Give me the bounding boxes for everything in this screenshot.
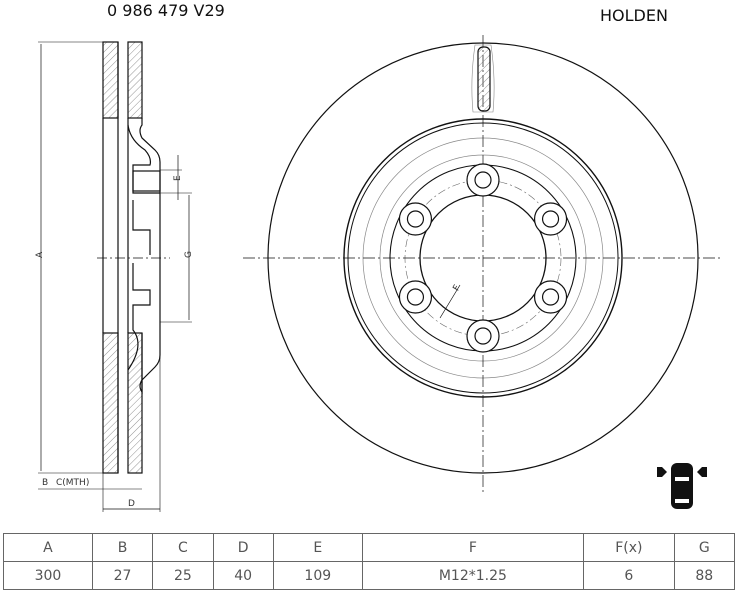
table-header: B [91, 533, 154, 562]
table-cell: 25 [152, 561, 214, 590]
table-header: A [3, 533, 93, 562]
bolt-hole [474, 327, 492, 345]
dim-label-a: A [35, 251, 45, 258]
bolt-hole [406, 288, 425, 306]
table-row: 300 27 25 40 109 M12*1.25 6 88 [3, 561, 736, 590]
bolt-hole [541, 288, 560, 306]
table-header: G [673, 533, 736, 562]
brand-name: HOLDEN [600, 6, 668, 25]
side-view [38, 41, 192, 512]
bolt-hole [474, 171, 492, 189]
bolt-hole [466, 319, 500, 353]
bolt-hole [406, 210, 425, 228]
bolt-hole [398, 280, 433, 314]
table-header: F [361, 533, 585, 562]
technical-drawing: A B C(MTH) D E G F [35, 35, 720, 512]
table-cell: 27 [91, 561, 154, 590]
dimensions-table: A B C D E F F(x) G 300 27 25 40 109 M12*… [3, 533, 736, 590]
table-cell: M12*1.25 [361, 561, 585, 590]
front-view [243, 35, 720, 495]
dim-label-b: B [42, 478, 48, 488]
bolt-hole [533, 280, 568, 314]
table-header: C [152, 533, 214, 562]
table-header-row: A B C D E F F(x) G [3, 533, 736, 562]
dim-label-c: C(MTH) [56, 478, 89, 488]
dim-label-g: G [184, 251, 194, 258]
table-header: D [212, 533, 274, 562]
dim-label-d: D [128, 499, 135, 509]
bolt-hole [541, 210, 560, 228]
table-cell: 88 [673, 561, 736, 590]
part-number: 0 986 479 V29 [107, 1, 225, 20]
table-cell: 300 [3, 561, 93, 590]
dim-label-f: F [452, 284, 463, 293]
dim-label-e: E [173, 175, 183, 181]
table-header: E [272, 533, 363, 562]
bolt-hole [466, 163, 500, 197]
table-cell: 109 [272, 561, 363, 590]
table-cell: 40 [212, 561, 274, 590]
bolt-hole [398, 202, 433, 236]
table-cell: 6 [583, 561, 675, 590]
table-header: F(x) [583, 533, 675, 562]
car-front-axle-icon [657, 463, 707, 509]
bolt-hole [533, 202, 568, 236]
